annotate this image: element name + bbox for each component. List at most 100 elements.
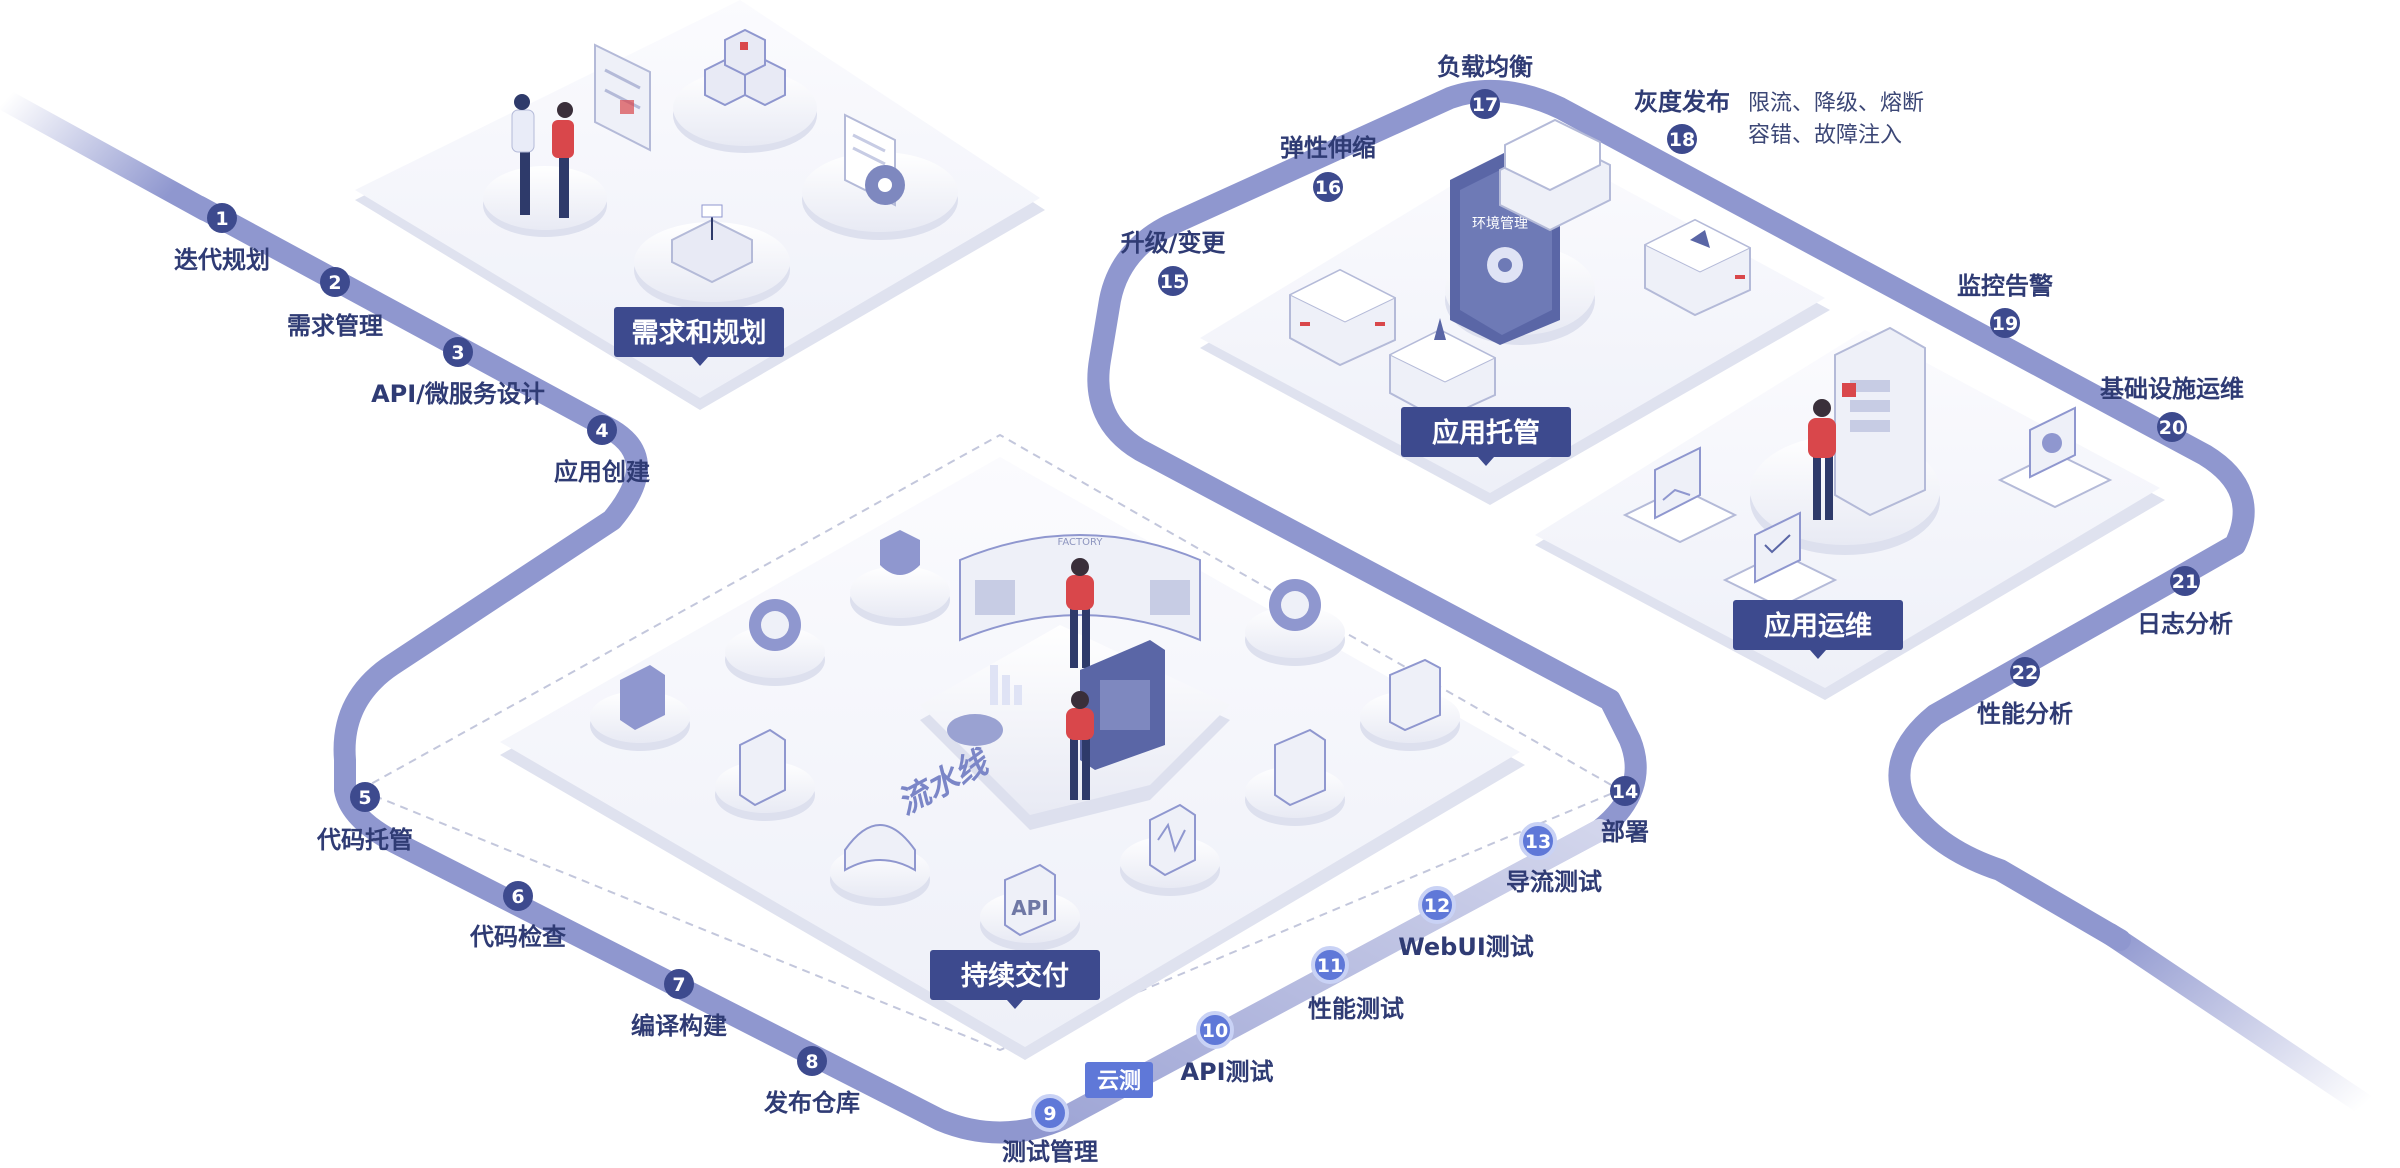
- shield-code-disc: [850, 530, 950, 626]
- upload-server-icon: [1643, 218, 1752, 317]
- step-8: 8 发布仓库: [763, 1046, 860, 1117]
- operator-person-icon: [1808, 399, 1836, 520]
- step-5: 5 代码托管: [316, 782, 413, 854]
- step-2-num: 2: [328, 272, 341, 294]
- area-label-delivery-text: 持续交付: [961, 960, 1069, 992]
- boxes-icon: [704, 28, 786, 107]
- people-meeting-icon: [511, 94, 574, 218]
- step-19-label: 监控告警: [1957, 272, 2053, 300]
- gauge-disc-right: [1245, 579, 1345, 666]
- step-22-num: 22: [2012, 662, 2038, 684]
- step-16-label: 弹性伸缩: [1280, 134, 1376, 162]
- step-15: 15 升级/变更: [1121, 229, 1227, 296]
- gear-document-icon: [844, 113, 905, 207]
- step-3-num: 3: [451, 342, 464, 364]
- step-10-num: 10: [1202, 1020, 1228, 1042]
- step-7-label: 编译构建: [631, 1012, 727, 1040]
- area-label-hosting: 应用托管: [1401, 407, 1571, 466]
- area-label-planning-text: 需求和规划: [632, 318, 767, 349]
- step-13-label: 导流测试: [1506, 868, 1602, 896]
- data-board-icon: [1080, 640, 1165, 770]
- step-7: 7 编译构建: [631, 969, 727, 1040]
- step-12-num: 12: [1424, 895, 1450, 917]
- step-14-num: 14: [1612, 781, 1638, 803]
- pie-slice-icon: [947, 714, 1003, 746]
- api-disc: API: [980, 863, 1080, 951]
- step-22-label: 性能分析: [1977, 700, 2073, 728]
- layout-disc: [715, 728, 815, 821]
- step-5-label: 代码托管: [316, 826, 413, 854]
- bar-blocks-icon: [990, 665, 1022, 705]
- step-20: 20 基础设施运维: [2100, 375, 2244, 442]
- step-14: 14 部署: [1601, 776, 1649, 846]
- step-18-num: 18: [1669, 129, 1695, 151]
- dashboard-screens-icon: [1834, 326, 1926, 517]
- factory-text: FACTORY: [1058, 537, 1104, 548]
- grid-disc: [1245, 728, 1345, 826]
- step-22: 22 性能分析: [1977, 657, 2073, 728]
- step-17-label: 负载均衡: [1437, 53, 1533, 81]
- step-21-num: 21: [2172, 571, 2198, 593]
- step-17: 17 负载均衡: [1437, 53, 1533, 119]
- planning-platform: [355, 0, 1045, 410]
- step-10-label: API测试: [1180, 1058, 1273, 1086]
- step-21-label: 日志分析: [2137, 610, 2233, 638]
- step-2: 2 需求管理: [287, 267, 383, 340]
- step-14-label: 部署: [1601, 818, 1649, 846]
- document-board-icon: [594, 43, 651, 152]
- area-label-ops: 应用运维: [1733, 600, 1903, 659]
- step-11-label: 性能测试: [1308, 995, 1404, 1023]
- rocket-server-icon: [1388, 318, 1497, 422]
- step-15-num: 15: [1160, 271, 1186, 293]
- step-15-label: 升级/变更: [1121, 229, 1227, 257]
- waveform-disc: [1120, 803, 1220, 896]
- step-17-num: 17: [1472, 94, 1498, 116]
- step-13-num: 13: [1525, 831, 1551, 853]
- step-2-label: 需求管理: [287, 312, 383, 340]
- step-6-num: 6: [511, 886, 524, 908]
- area-label-ops-text: 应用运维: [1764, 610, 1872, 642]
- area-label-hosting-text: 应用托管: [1432, 417, 1540, 449]
- step-18-note: 限流、降级、熔断 容错、故障注入: [1748, 91, 1924, 148]
- cloud-test-badge: 云测: [1085, 1062, 1153, 1098]
- step-9-label: 测试管理: [1002, 1138, 1098, 1166]
- step-1-label: 迭代规划: [174, 246, 270, 274]
- step-20-num: 20: [2159, 417, 2185, 439]
- step-4-num: 4: [595, 420, 608, 442]
- step-16-num: 16: [1315, 177, 1341, 199]
- step-11: 11 性能测试: [1308, 946, 1404, 1023]
- step-8-label: 发布仓库: [763, 1089, 860, 1117]
- step-18: 18 灰度发布: [1634, 88, 1730, 154]
- analyst-person-icon: [1066, 691, 1094, 800]
- step-11-num: 11: [1317, 955, 1343, 977]
- step-4: 4 应用创建: [554, 415, 650, 486]
- step-12-label: WebUI测试: [1398, 933, 1534, 961]
- inbox-icon: [671, 204, 753, 284]
- gauge-disc: [725, 599, 825, 686]
- terminal-disc: [590, 665, 690, 751]
- step-20-label: 基础设施运维: [2100, 375, 2244, 403]
- step-1-num: 1: [215, 208, 228, 230]
- step-18-label: 灰度发布: [1634, 88, 1730, 116]
- step-13: 13 导流测试: [1506, 822, 1602, 896]
- step-16: 16 弹性伸缩: [1280, 134, 1376, 202]
- check-monitor-icon: [1722, 511, 1838, 609]
- delivery-illustration: FACTORY: [590, 530, 1460, 951]
- area-label-planning: 需求和规划: [614, 307, 784, 366]
- step-18-note-line1: 限流、降级、熔断: [1748, 91, 1924, 116]
- step-8-num: 8: [805, 1051, 818, 1073]
- step-1: 1 迭代规划: [174, 203, 270, 274]
- step-5-num: 5: [358, 787, 371, 809]
- step-18-note-line2: 容错、故障注入: [1748, 123, 1902, 148]
- area-label-delivery: 持续交付: [930, 950, 1100, 1009]
- step-4-label: 应用创建: [554, 458, 650, 486]
- env-panel-text: 环境管理: [1472, 216, 1528, 232]
- step-7-num: 7: [672, 974, 685, 996]
- worker-person-icon: [1066, 558, 1094, 668]
